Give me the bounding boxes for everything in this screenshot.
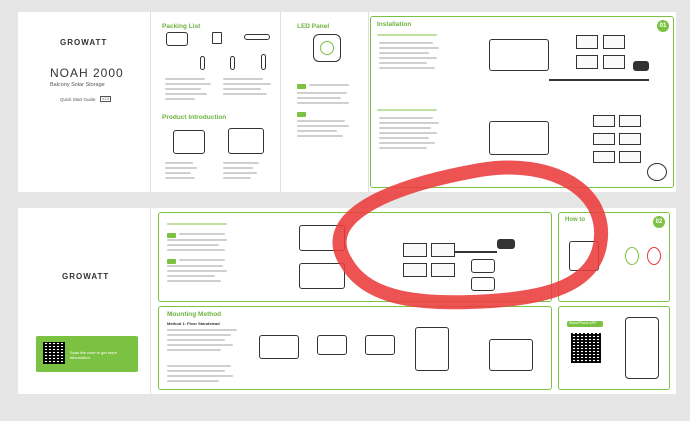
app-name-badge <box>567 321 603 327</box>
product-top-view <box>228 128 264 154</box>
mounting-title: Mounting Method <box>167 311 222 318</box>
micro-inverter-icon <box>633 61 649 71</box>
solar-panel-icon <box>576 55 598 69</box>
solar-panel-icon <box>593 151 615 163</box>
solar-panel-icon <box>431 263 455 277</box>
solar-panel-icon <box>619 151 641 163</box>
growatt-logo: GROWATT <box>60 38 108 47</box>
mounting-step-diagram <box>489 339 533 371</box>
solar-panel-icon <box>593 115 615 127</box>
manual-icon <box>212 32 222 44</box>
product-intro-title: Product Introduction <box>162 114 227 121</box>
battery-unit-icon <box>471 277 495 291</box>
guide-label: Quick Start Guide <box>60 97 96 102</box>
touch-button-icon <box>647 247 661 265</box>
solar-panel-icon <box>431 243 455 257</box>
installation-title: Installation <box>377 21 412 28</box>
product-title: NOAH 2000 <box>50 66 124 80</box>
inverter-unit-diagram <box>299 263 345 289</box>
page-number-01: 01 <box>657 20 669 32</box>
solar-panel-icon <box>619 133 641 145</box>
battery-unit-icon <box>471 259 495 273</box>
how-to-title: How to <box>565 217 585 223</box>
fold-line <box>280 12 281 192</box>
fold-line <box>150 12 151 192</box>
installation-panel: Installation 01 <box>370 16 674 188</box>
page-number-02: 02 <box>653 216 665 228</box>
solar-panel-icon <box>603 35 625 49</box>
battery-unit-icon <box>569 241 599 271</box>
mounting-method-label: Method 1: Floor Standstead <box>167 321 220 326</box>
scan-info-banner: Scan the code to get more information. <box>36 336 138 372</box>
app-name-label: ShinePhone APP <box>569 321 597 325</box>
wiring-panel <box>158 212 552 302</box>
solar-panel-icon <box>593 133 615 145</box>
mounting-step-diagram <box>415 327 449 371</box>
qr-code <box>43 342 65 364</box>
fold-line <box>150 208 151 394</box>
bracket-icon <box>230 56 235 70</box>
led-ring-icon <box>320 41 334 55</box>
solar-panel-icon <box>603 55 625 69</box>
app-qr-code <box>571 333 601 363</box>
cable-icon <box>244 34 270 40</box>
fold-line <box>368 12 369 192</box>
growatt-logo: GROWATT <box>62 272 110 281</box>
solar-panel-icon <box>576 35 598 49</box>
product-front-view <box>173 130 205 154</box>
guide-sheet-back: GROWATT Scan the code to get more inform… <box>18 208 676 394</box>
touch-button-icon <box>625 247 639 265</box>
micro-inverter-icon <box>497 239 515 249</box>
packing-list-title: Packing List <box>162 23 201 30</box>
battery-unit-icon <box>166 32 188 46</box>
led-panel-diagram <box>313 34 341 62</box>
inverter-unit-diagram <box>489 121 549 155</box>
guide-badge: V1.0 <box>100 96 112 102</box>
app-panel: ShinePhone APP <box>558 306 670 390</box>
mounting-step-diagram <box>259 335 299 359</box>
mounting-panel: Mounting Method Method 1: Floor Standste… <box>158 306 552 390</box>
screw-icon <box>261 54 266 70</box>
y-connector-icon <box>647 163 667 181</box>
solar-panel-icon <box>403 243 427 257</box>
phone-screen-icon <box>625 317 659 379</box>
how-to-panel: How to 02 <box>558 212 670 302</box>
scan-info-text: Scan the code to get more information. <box>70 350 117 360</box>
mounting-step-diagram <box>365 335 395 355</box>
inverter-unit-diagram <box>299 225 345 251</box>
product-subtitle: Balcony Solar Storage <box>50 82 105 88</box>
solar-panel-icon <box>619 115 641 127</box>
connector-icon <box>200 56 205 70</box>
inverter-unit-diagram <box>489 39 549 71</box>
solar-panel-icon <box>403 263 427 277</box>
led-panel-title: LED Panel <box>297 23 330 30</box>
mounting-step-diagram <box>317 335 347 355</box>
guide-sheet-front: GROWATT NOAH 2000 Balcony Solar Storage … <box>18 12 676 192</box>
